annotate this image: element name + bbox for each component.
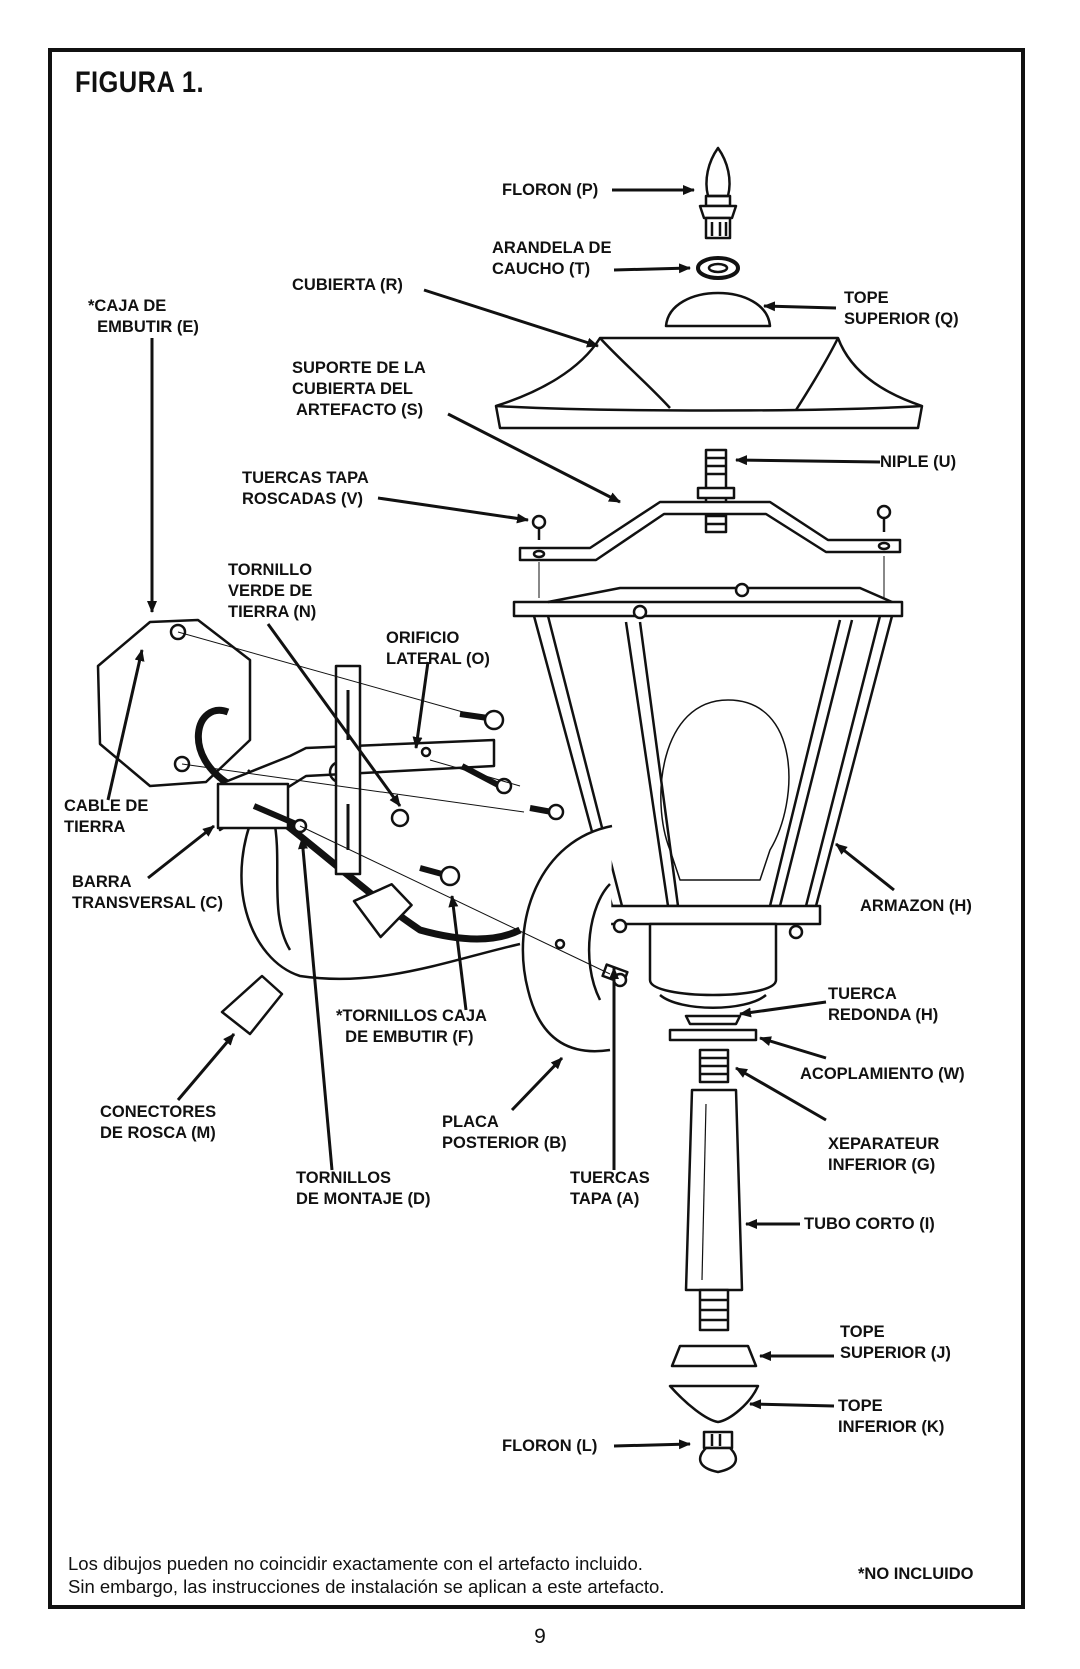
tuercas-v-part: [531, 504, 892, 540]
caja-part: [96, 618, 252, 788]
niple-part: [696, 448, 736, 534]
label-tuercas-a: TUERCAS TAPA (A): [570, 1169, 650, 1208]
cubierta-part: [494, 336, 924, 430]
placa-part: [521, 824, 629, 1053]
label-conectores: CONECTORES DE ROSCA (M): [100, 1103, 217, 1142]
armazon-part: [512, 582, 904, 1009]
label-cable: CABLE DE TIERRA: [64, 797, 149, 836]
disclaimer-note: Los dibujos pueden no coincidir exactame…: [68, 1553, 665, 1597]
label-tope-inferior-k: TOPE INFERIOR (K): [838, 1397, 945, 1436]
suporte-part: [518, 500, 902, 562]
tope-superior-q-part: [664, 291, 772, 328]
tubo-corto-part: [684, 1048, 744, 1332]
label-tubo: TUBO CORTO (I): [804, 1215, 935, 1233]
figure-frame: [48, 48, 1025, 1609]
label-tope-superior-j: TOPE SUPERIOR (J): [840, 1323, 951, 1362]
label-arandela: ARANDELA DE CAUCHO (T): [492, 239, 612, 278]
not-included-note: *NO INCLUIDO: [858, 1565, 974, 1583]
label-orificio: ORIFICIO LATERAL (O): [386, 629, 490, 668]
label-xeparateur: XEPARATEUR INFERIOR (G): [828, 1135, 940, 1174]
figure-title: FIGURA 1.: [75, 66, 204, 99]
tornillos-part: [252, 709, 565, 887]
tope-inferior-k-part: [668, 1384, 760, 1424]
arandela-part: [696, 256, 740, 280]
label-armazon: ARMAZON (H): [860, 897, 972, 915]
page-number: 9: [534, 1625, 546, 1648]
label-tuerca-redonda: TUERCA REDONDA (H): [828, 985, 939, 1024]
label-floron-l: FLORON (L): [502, 1437, 598, 1455]
label-tope-superior-q: TOPE SUPERIOR (Q): [844, 289, 959, 328]
floron-p-part: [698, 146, 738, 240]
label-floron-p: FLORON (P): [502, 181, 599, 199]
label-cubierta: CUBIERTA (R): [292, 276, 403, 294]
label-barra: BARRA TRANSVERSAL (C): [72, 873, 223, 912]
tope-superior-j-part: [670, 1344, 758, 1368]
label-tuercas-v: TUERCAS TAPA ROSCADAS (V): [242, 469, 369, 508]
label-niple: NIPLE (U): [880, 453, 957, 471]
label-tornillos-caja: *TORNILLOS CAJA DE EMBUTIR (F): [336, 1007, 487, 1046]
label-caja: *CAJA DE EMBUTIR (E): [88, 297, 199, 336]
barra-part: [216, 664, 496, 876]
conectores-part: [220, 883, 413, 1036]
label-placa: PLACA POSTERIOR (B): [442, 1113, 567, 1152]
label-acoplamiento: ACOPLAMIENTO (W): [800, 1065, 965, 1083]
label-tornillos-montaje: TORNILLOS DE MONTAJE (D): [296, 1169, 431, 1208]
label-suporte: SUPORTE DE LA CUBIERTA DEL ARTEFACTO (S): [292, 359, 426, 419]
floron-l-part: [698, 1430, 738, 1474]
label-tornillo-verde: TORNILLO VERDE DE TIERRA (N): [228, 561, 317, 621]
